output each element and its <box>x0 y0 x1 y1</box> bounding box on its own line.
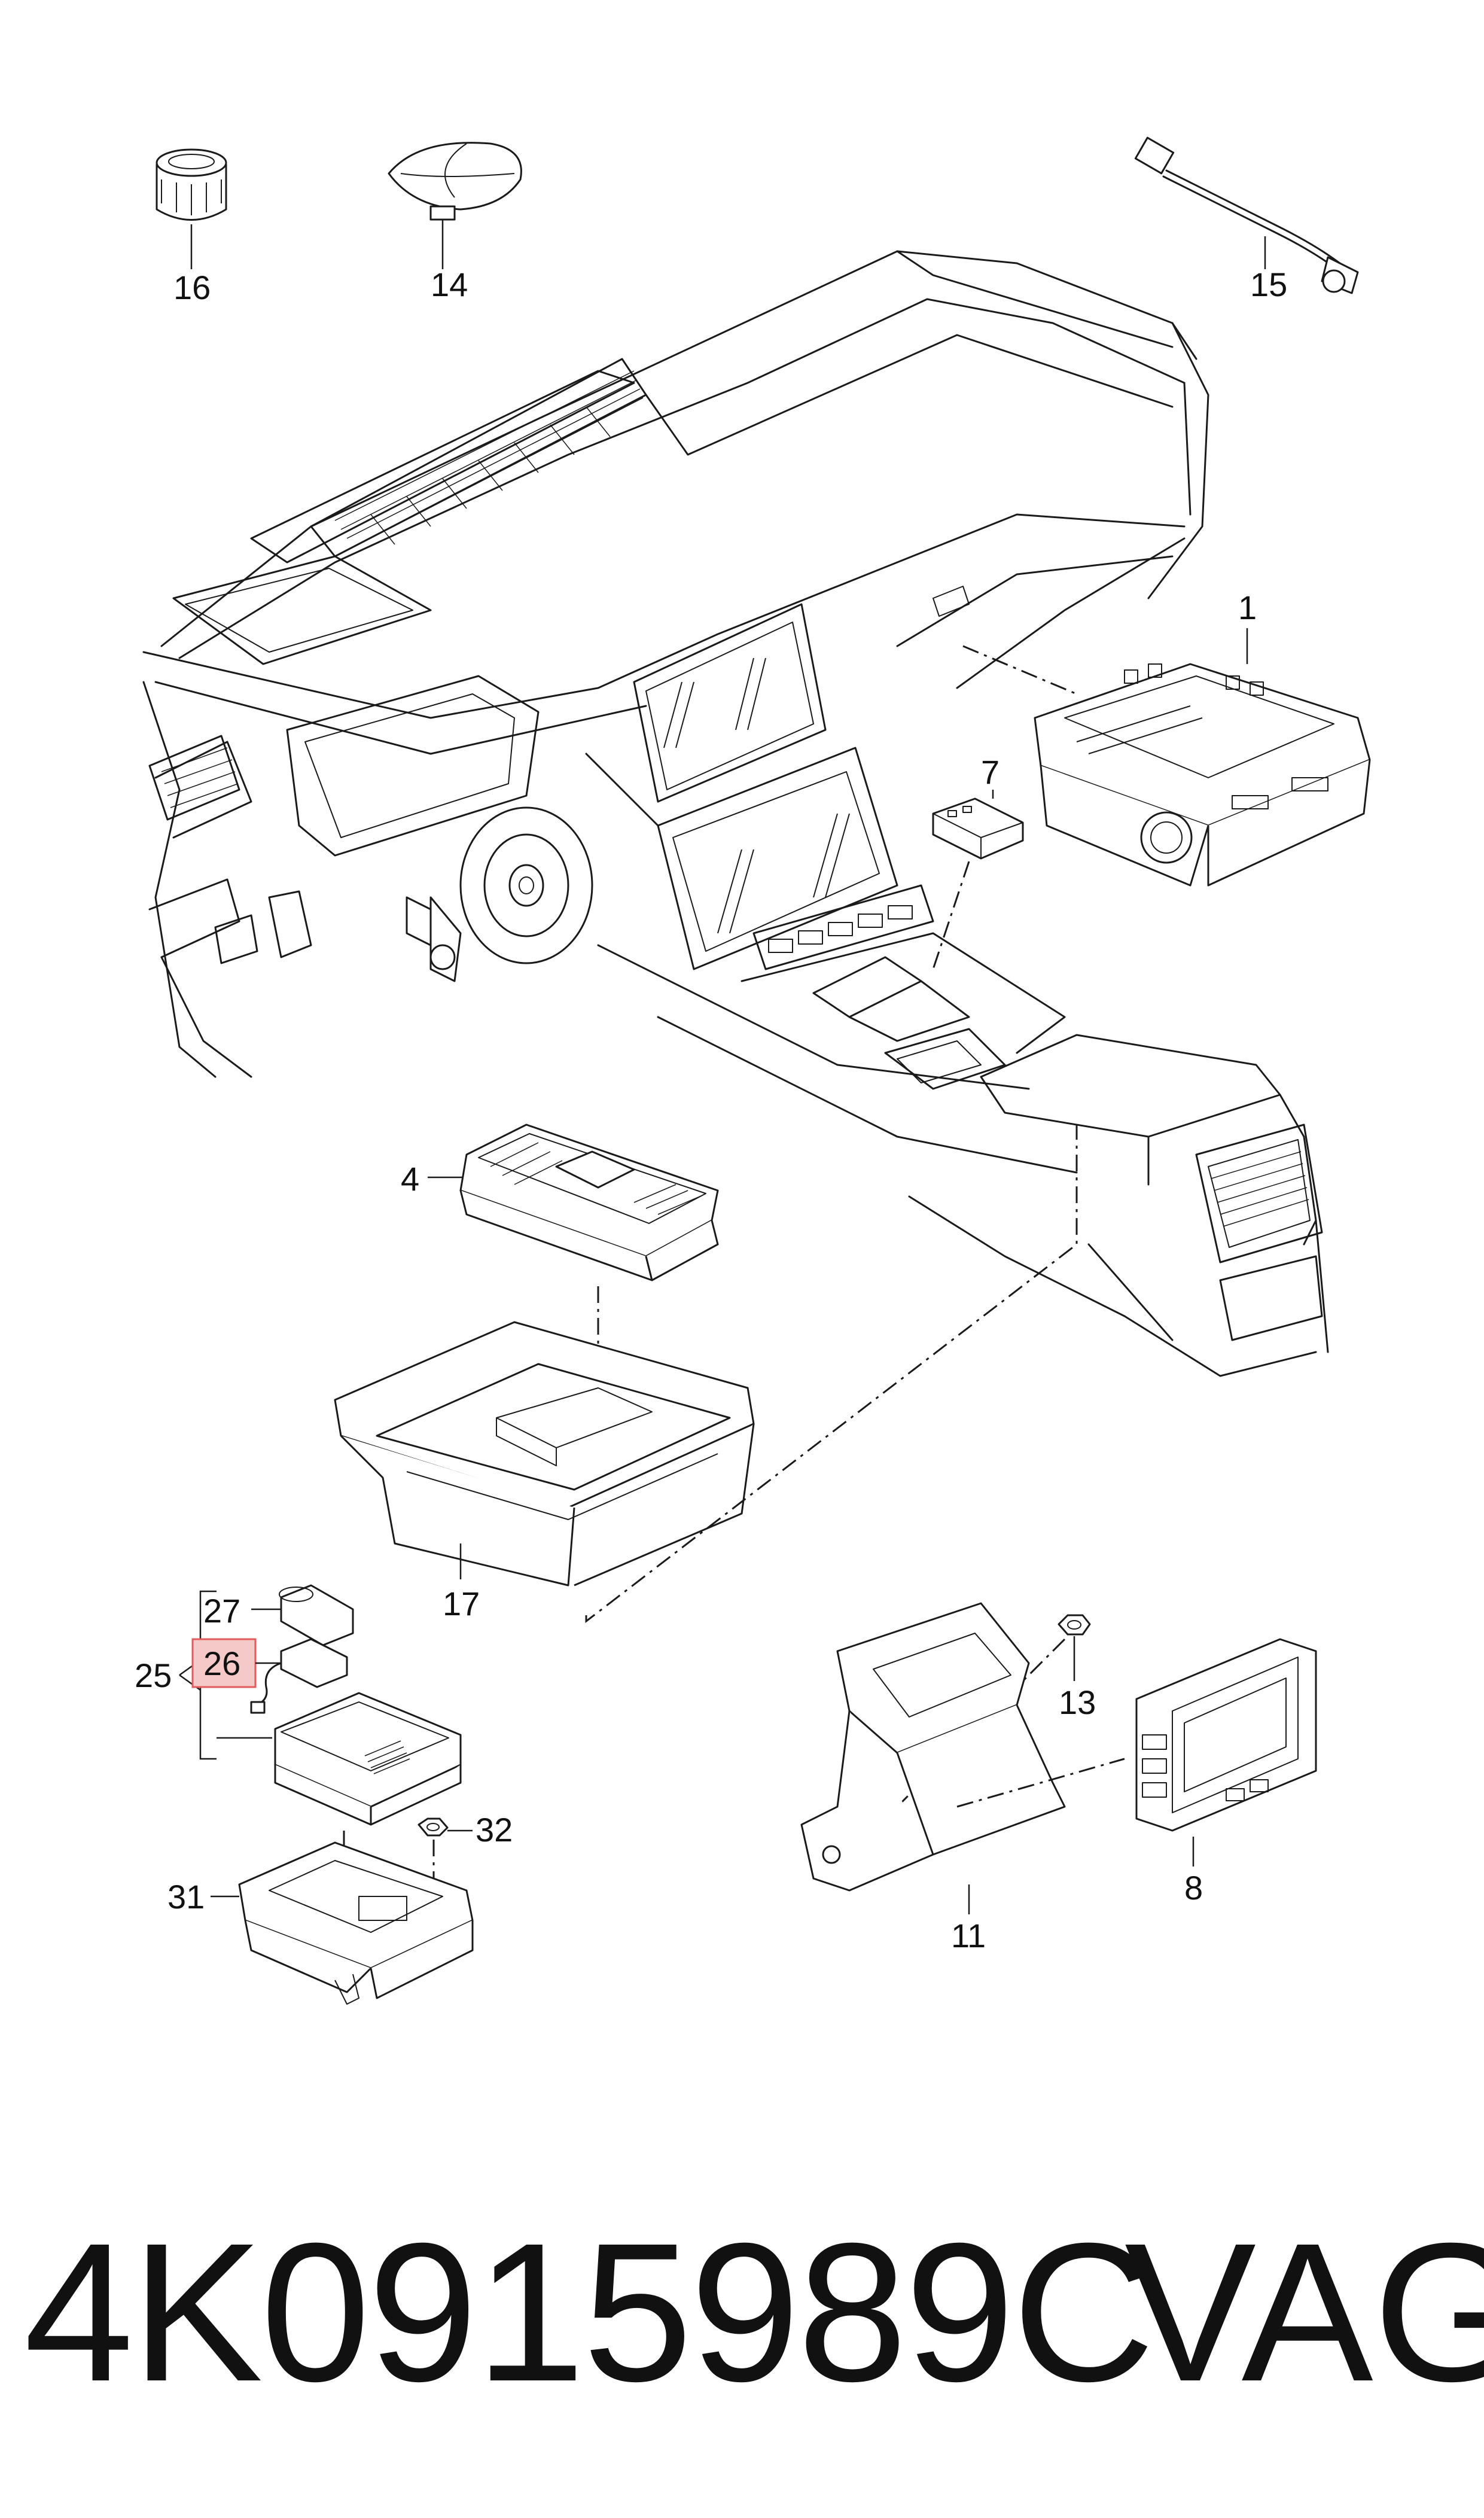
part-number-label: 4K0915989C <box>24 2202 1155 2422</box>
part-7-module <box>932 790 1024 970</box>
part-26-battery <box>191 1638 348 1714</box>
callout-11: 11 <box>951 1917 986 1954</box>
callout-13: 13 <box>1059 1683 1096 1721</box>
part-15-cable <box>1134 136 1359 294</box>
brand-label: VAG <box>1125 2202 1484 2422</box>
callout-7: 7 <box>981 753 1000 791</box>
part-16-connector <box>156 148 227 269</box>
part-32-nut <box>418 1817 473 1902</box>
part-25-module <box>217 1692 462 1902</box>
callout-highlight-box <box>191 1638 257 1688</box>
callout-17: 17 <box>443 1585 480 1622</box>
part-1-mmi-unit <box>962 628 1371 887</box>
callout-16: 16 <box>173 269 211 306</box>
callout-1: 1 <box>1238 589 1257 626</box>
callout-labels: 1 4 7 8 11 13 14 15 16 17 25 26 27 31 32 <box>135 266 1287 1954</box>
part-8-module <box>1135 1638 1317 1867</box>
callout-31: 31 <box>167 1878 205 1916</box>
callout-14: 14 <box>431 266 468 303</box>
part-4-charger <box>428 1123 719 1436</box>
dashboard-outline <box>142 250 1329 1377</box>
part-11-bracket <box>800 1602 1125 1914</box>
callout-15: 15 <box>1250 266 1287 303</box>
part-27-cap <box>251 1584 354 1646</box>
callout-26: 26 <box>203 1645 240 1682</box>
part-17-tray <box>334 1125 1078 1624</box>
callout-27: 27 <box>203 1592 240 1630</box>
part-14-antenna <box>388 142 522 269</box>
callout-4: 4 <box>401 1160 419 1198</box>
callout-25: 25 <box>135 1657 172 1694</box>
callout-8: 8 <box>1184 1869 1203 1907</box>
callout-32: 32 <box>476 1811 513 1849</box>
part-31-bracket <box>211 1841 474 2005</box>
